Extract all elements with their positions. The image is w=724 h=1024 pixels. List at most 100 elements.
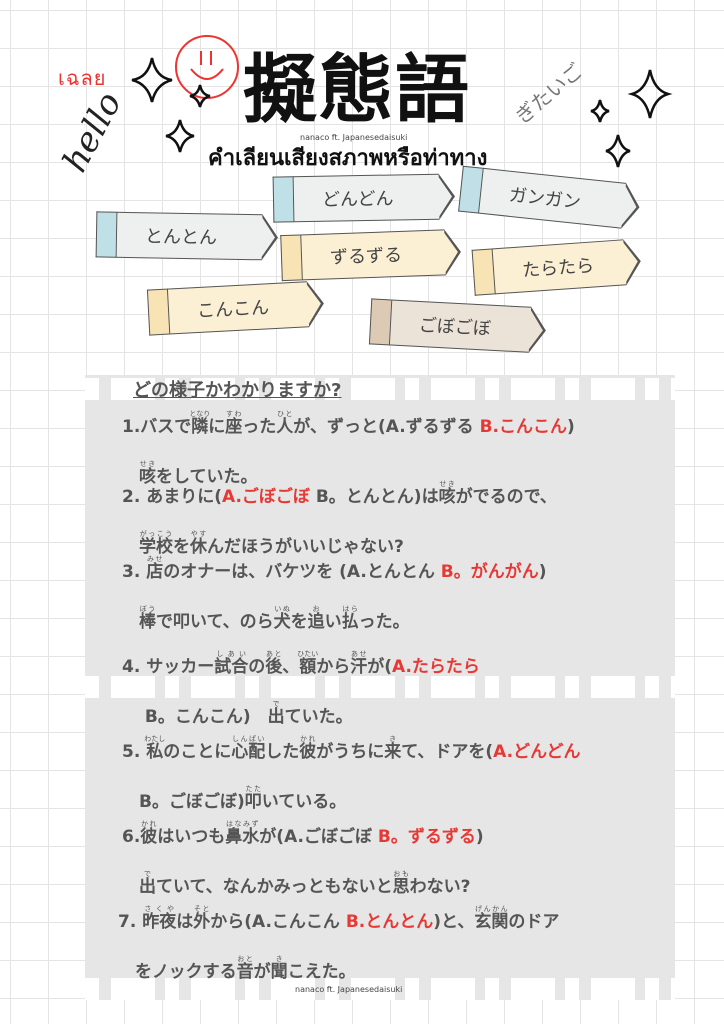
question-text: が(A.ごぼごぼ bbox=[259, 827, 378, 847]
furigana: かれ bbox=[140, 820, 158, 828]
question-line: 出でていて、なんかみっともないと思おもわない? bbox=[122, 870, 484, 896]
question-text: 3. bbox=[122, 562, 147, 582]
kanji: 私 bbox=[144, 742, 166, 762]
furigana: しあい bbox=[214, 650, 249, 658]
word-tag: たらたら bbox=[471, 238, 643, 296]
question-line: 2. あまりに(A.ごぼごぼ B。とんとん)は咳せきがでるので、 bbox=[122, 480, 557, 506]
sparkle-icon bbox=[131, 57, 673, 168]
question-text: は bbox=[176, 912, 194, 932]
tag-point bbox=[527, 306, 548, 354]
decor-stripe bbox=[85, 676, 675, 698]
question-text: を bbox=[290, 612, 308, 632]
question-text: 1.バスで bbox=[122, 417, 192, 437]
kanji-with-furigana: 棒ぼう bbox=[139, 605, 156, 632]
kanji: 聞 bbox=[270, 962, 288, 982]
question-text: のオナーは、バケツを (A.とんとん bbox=[163, 562, 441, 582]
furigana: たた bbox=[244, 785, 262, 793]
tag-point bbox=[437, 173, 456, 220]
question-text bbox=[122, 877, 139, 897]
credit: nanaco ft. Japanesedaisuki bbox=[300, 133, 408, 142]
kanji-with-furigana: 学校がっこう bbox=[139, 530, 173, 557]
tag-point bbox=[622, 238, 643, 286]
word-tag: ずるずる bbox=[280, 228, 462, 282]
question-line: 咳せきをしていた。 bbox=[122, 460, 575, 486]
furigana: はなみず bbox=[225, 820, 260, 828]
kanji: 外 bbox=[193, 912, 211, 932]
question-text: った。 bbox=[358, 612, 410, 632]
question-line: 6.彼かれはいつも鼻水はなみずが(A.ごぼごぼ B。ずるずる) bbox=[122, 820, 484, 846]
question-text: った bbox=[242, 417, 277, 437]
kanji: 出 bbox=[267, 707, 285, 727]
question-text: をノックする bbox=[118, 962, 237, 982]
question: 2. あまりに(A.ごぼごぼ B。とんとん)は咳せきがでるので、 学校がっこうを… bbox=[122, 480, 557, 580]
kanji-with-furigana: 隣となり bbox=[189, 410, 210, 437]
furigana: はら bbox=[341, 605, 359, 613]
word-tag: とんとん bbox=[95, 211, 279, 261]
question: 3. 店みせのオナーは、バケツを (A.とんとん B。がんがん) 棒ぼうで叩いて… bbox=[122, 555, 547, 655]
furigana: おと bbox=[236, 955, 254, 963]
word-tag: どんどん bbox=[272, 173, 456, 223]
question-text: こえた。 bbox=[287, 962, 356, 982]
question-text: が、ずっと(A.ずるずる bbox=[293, 417, 480, 437]
kanji-with-furigana: 座すわ bbox=[225, 410, 243, 437]
furigana: で bbox=[139, 870, 156, 878]
kanji-with-furigana: 玄関げんかん bbox=[474, 905, 508, 932]
kanji-with-furigana: 追お bbox=[308, 605, 325, 632]
kanji: 出 bbox=[139, 877, 156, 897]
question-line: 学校がっこうを休やすんだほうがいいじゃない? bbox=[122, 530, 557, 556]
subtitle: คำเลียนเสียงสภาพหรือท่าทาง bbox=[208, 146, 488, 171]
question-text: から bbox=[316, 657, 351, 677]
question-line: 1.バスで隣となりに座すわった人ひとが、ずっと(A.ずるずる B.こんこん) bbox=[122, 410, 575, 436]
furigana: みせ bbox=[146, 555, 164, 563]
tag-point bbox=[443, 228, 462, 276]
question-text bbox=[122, 612, 139, 632]
kanji-with-furigana: 額ひたい bbox=[297, 650, 318, 677]
question-text: )と、 bbox=[433, 912, 475, 932]
kanji: 咳 bbox=[438, 487, 456, 507]
kanji: 鼻水 bbox=[225, 827, 260, 847]
question: 5. 私わたしのことに心配しんぱいした彼かれがうちに来きて、ドアを(A.どんどん… bbox=[122, 735, 581, 835]
question-text: ていた。 bbox=[284, 707, 353, 727]
question-text: いている。 bbox=[261, 792, 347, 812]
kanji: 払 bbox=[341, 612, 359, 632]
furigana: ひたい bbox=[297, 650, 319, 658]
tag-label: どんどん bbox=[292, 173, 440, 223]
furigana: ひと bbox=[276, 410, 294, 418]
kanji: 汗 bbox=[350, 657, 368, 677]
kanji-with-furigana: 来き bbox=[384, 735, 401, 762]
furigana: がっこう bbox=[139, 530, 173, 538]
kanji-with-furigana: 店みせ bbox=[146, 555, 163, 582]
question-text: はいつも bbox=[157, 827, 226, 847]
word-tag: ごぼごぼ bbox=[368, 298, 548, 354]
answer-choice: A.どんどん bbox=[493, 742, 581, 762]
question: 6.彼かれはいつも鼻水はなみずが(A.ごぼごぼ B。ずるずる) 出でていて、なん… bbox=[122, 820, 484, 920]
kanji: 思 bbox=[392, 877, 410, 897]
question-line: 7. 昨夜さくやは外そとから(A.こんこん B.とんとん)と、玄関げんかんのドア bbox=[118, 905, 559, 931]
furigana: さくや bbox=[142, 905, 177, 913]
question-text: の bbox=[248, 657, 266, 677]
kanji: 叩 bbox=[244, 792, 262, 812]
question-line: 4. サッカー試合しあいの後あと、額ひたいから汗あせが(A.たらたら bbox=[122, 650, 480, 676]
question-text: ていて、なんかみっともないと bbox=[156, 877, 393, 897]
tag-label: ごぼごぼ bbox=[388, 299, 532, 353]
furigana: そと bbox=[193, 905, 211, 913]
answer-choice: B.こんこん bbox=[479, 417, 567, 437]
tag-point bbox=[620, 182, 642, 231]
kanji-with-furigana: 叩たた bbox=[244, 785, 262, 812]
furigana: しんぱい bbox=[231, 735, 266, 743]
question-text: のドア bbox=[508, 912, 560, 932]
tag-cap bbox=[146, 288, 170, 336]
kanji: 座 bbox=[225, 417, 243, 437]
question-text bbox=[122, 537, 139, 557]
question-text: がうちに bbox=[316, 742, 385, 762]
kanji: 咳 bbox=[139, 467, 156, 487]
kanji: 犬 bbox=[273, 612, 291, 632]
word-tag: こんこん bbox=[146, 280, 326, 336]
kanji-with-furigana: 出で bbox=[139, 870, 156, 897]
question-line: をノックする音おとが聞きこえた。 bbox=[118, 955, 559, 981]
question-text: て、ドアを( bbox=[401, 742, 494, 762]
kanji: 試合 bbox=[214, 657, 249, 677]
furigana: あと bbox=[265, 650, 283, 658]
kanji: 学校 bbox=[139, 537, 173, 557]
kanji-with-furigana: 聞き bbox=[270, 955, 288, 982]
